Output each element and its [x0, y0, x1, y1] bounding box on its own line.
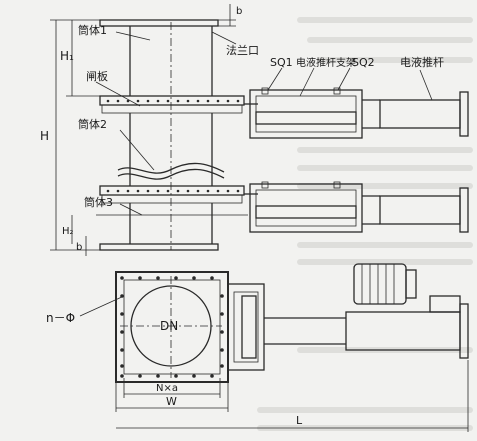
label-actuator: 电液推杆 [400, 55, 444, 69]
label-shell2: 筒体2 [78, 117, 107, 131]
label-n-times-a: N×a [156, 383, 178, 394]
label-h-total: H [40, 129, 49, 143]
label-w: W [166, 395, 177, 408]
label-actuator-bracket: 电液推杆支架 [296, 56, 356, 69]
leader-lines [95, 31, 433, 216]
break-line-1 [117, 162, 225, 174]
upper-gate-frame [99, 95, 245, 106]
lower-gate-frame [99, 185, 245, 196]
upper-gate-bolts [106, 99, 240, 103]
front-elevation [50, 4, 469, 256]
upper-actuator [244, 87, 469, 139]
lower-gate-bolts [106, 189, 240, 193]
label-b-bottom: b [76, 242, 82, 253]
plan-bolt-holes [120, 276, 224, 378]
plan-actuator [227, 263, 469, 371]
bottom-flange [99, 243, 219, 251]
label-dn: DN [160, 319, 178, 333]
lower-actuator [244, 181, 469, 233]
label-sq2: SQ2 [352, 56, 375, 69]
plan-view [79, 263, 469, 432]
label-shell1: 筒体1 [78, 23, 107, 37]
label-h-lower: H₂ [62, 226, 74, 237]
top-flange [99, 19, 219, 27]
dimension-lines-front [50, 4, 236, 256]
label-flange: 法兰口 [226, 43, 259, 57]
label-l: L [296, 414, 303, 427]
upper-gate-plate [101, 104, 243, 114]
labels: 筒体1 法兰口 闸板 筒体2 筒体3 SQ1 电液推杆支架 SQ2 电液推杆 H… [40, 6, 444, 427]
break-line-2 [117, 168, 225, 180]
label-sq1: SQ1 [270, 56, 293, 69]
label-h-upper: H₁ [60, 49, 74, 63]
label-b-top: b [236, 6, 242, 17]
label-shell3: 筒体3 [84, 195, 113, 209]
dimension-lines-plan [79, 295, 469, 432]
label-gate-plate: 闸板 [86, 69, 108, 83]
label-bolt-holes: n－Φ [46, 311, 75, 325]
lower-gate-plate [101, 194, 243, 204]
plan-inner-frame [123, 279, 221, 375]
